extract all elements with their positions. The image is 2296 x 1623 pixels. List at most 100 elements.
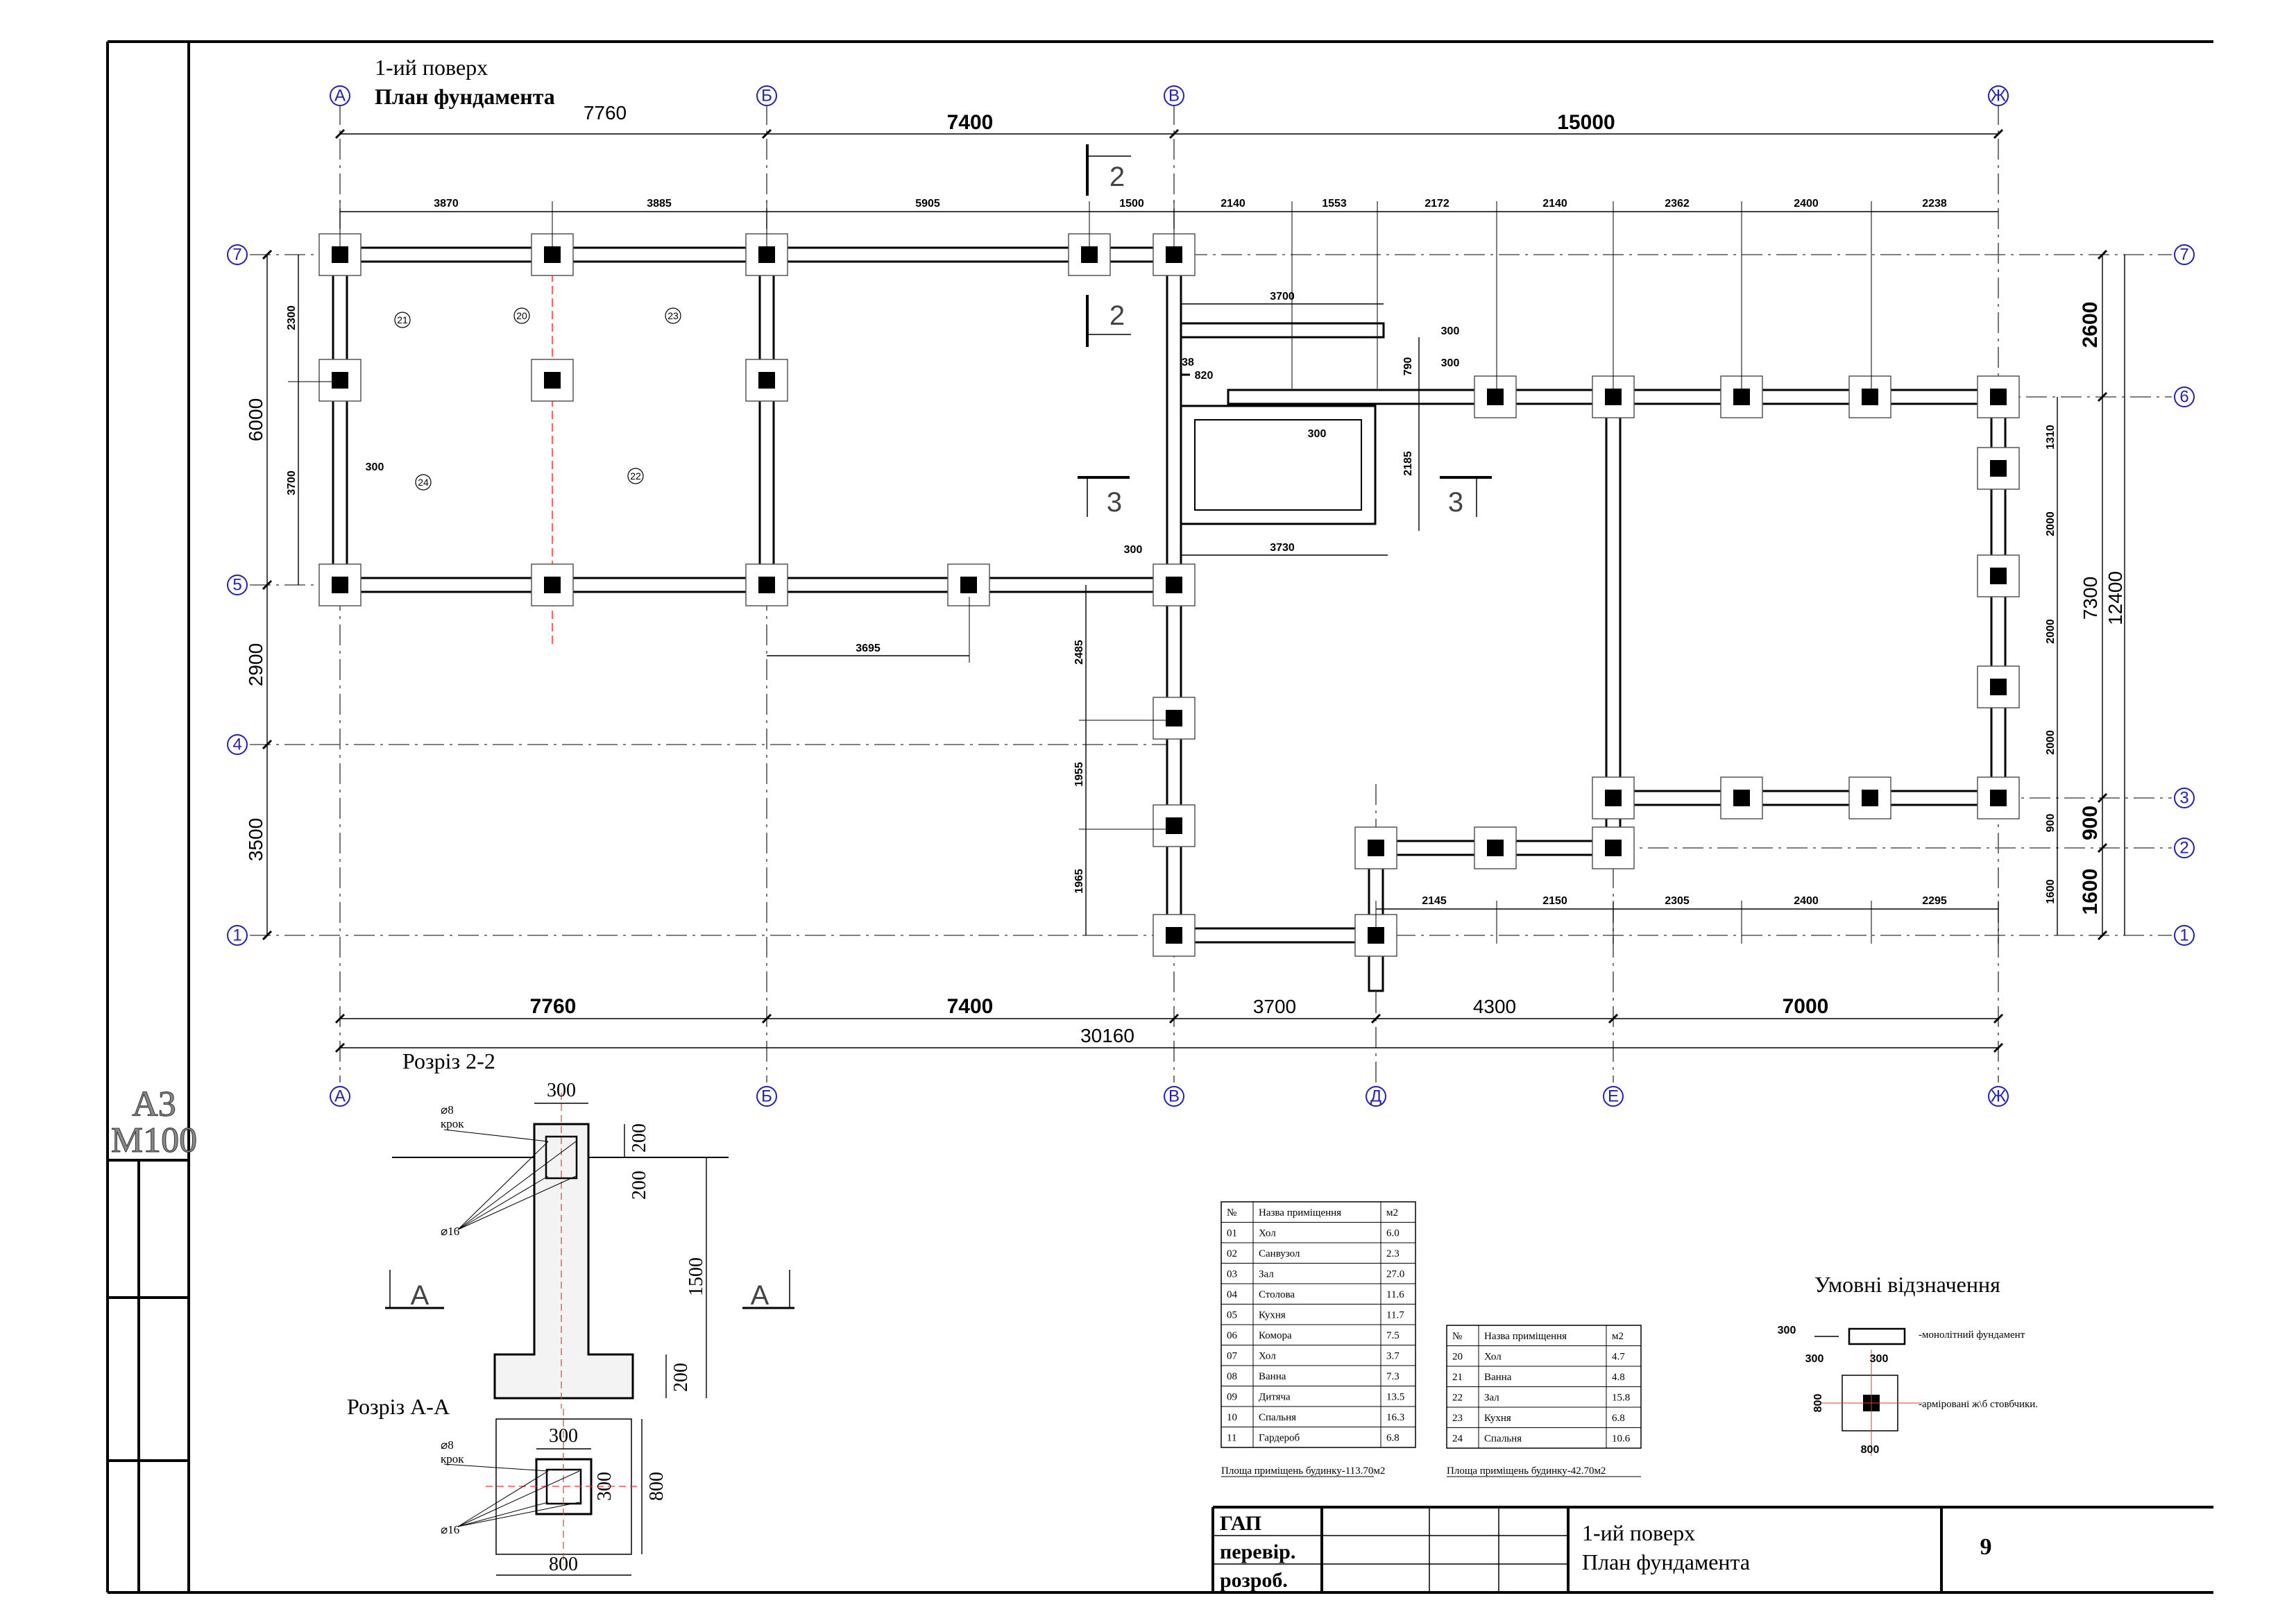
axis-label-top-a: А	[334, 87, 346, 105]
axis-label-bottom-zh: Ж	[1991, 1087, 2006, 1106]
rooms-table-1-cell: 11.7	[1386, 1310, 1404, 1321]
dim-2140-a: 2140	[1221, 198, 1245, 210]
section-2-bottom: 2	[1109, 300, 1125, 331]
s22-rebar-step: крок	[441, 1117, 464, 1130]
section-2-2-detail: Розріз 2-2 300 200 200 1500 200 ⌀8 крок …	[385, 1048, 794, 1409]
rooms-table-2-cell: Ванна	[1484, 1372, 1512, 1383]
dim-3695: 3695	[856, 643, 881, 654]
rooms-table-2-cell: Кухня	[1484, 1413, 1511, 1424]
axis-label-bottom-a: А	[334, 1087, 346, 1106]
dims-top: 7400 15000 3870 3885 5905 1500 2140 1553…	[334, 111, 2004, 389]
rooms-table-1-cell: 16.3	[1386, 1412, 1404, 1423]
dim-790: 790	[1402, 357, 1414, 376]
axis-label-top-b: Б	[761, 87, 772, 105]
axis-label-left-5: 5	[232, 576, 241, 595]
axis-label-left-7: 7	[232, 246, 241, 264]
dim-right-2000-a: 2000	[2045, 511, 2057, 536]
s22-rebar-16: ⌀16	[441, 1225, 459, 1238]
rooms-table-1-cell: 10	[1227, 1412, 1237, 1423]
dim-left-3700: 3700	[286, 470, 298, 495]
dim-right-900-inner: 900	[2045, 814, 2057, 833]
saa-dim-800-right: 800	[646, 1472, 667, 1501]
dim-2295: 2295	[1922, 895, 1947, 907]
dim-3870: 3870	[434, 198, 459, 210]
rooms-table-1-cell: 01	[1227, 1228, 1237, 1239]
rooms-table-1-cell: 27.0	[1386, 1269, 1404, 1280]
rooms-table-1-cell: 08	[1227, 1371, 1237, 1382]
section-3-right: 3	[1448, 487, 1463, 518]
saa-rebar-16: ⌀16	[441, 1523, 459, 1536]
rooms-table-2-cell: 23	[1452, 1413, 1463, 1424]
role-developed: розроб.	[1220, 1569, 1288, 1592]
dims-left: 6000 2900 3500 2300 3700	[245, 249, 333, 941]
axis-label-bottom-e: Е	[1608, 1087, 1619, 1106]
plan-caption: План фундамента	[375, 84, 555, 109]
room-markers: 21 20 23 24 22	[394, 307, 681, 491]
dim-300-a: 300	[1441, 325, 1460, 337]
rooms-table-1-cell: Столова	[1259, 1289, 1295, 1300]
axis-label-right-2: 2	[2179, 839, 2188, 858]
dim-left-2300: 2300	[286, 305, 298, 330]
top-dim-7760: 7760	[584, 102, 627, 124]
rooms-table-2-cell: 21	[1452, 1372, 1463, 1383]
rooms-table-1-cell: 05	[1227, 1310, 1237, 1321]
legend-monolithic: -монолітний фундамент	[1919, 1329, 2025, 1341]
rooms-table-2-cell: 4.7	[1612, 1352, 1625, 1363]
dim-5905: 5905	[915, 198, 940, 210]
dim-right-900: 900	[2079, 806, 2102, 840]
rooms-table-1-cell: Гардероб	[1259, 1433, 1300, 1444]
role-gap: ГАП	[1220, 1512, 1261, 1535]
legend: Умовні відзначення 300 -монолітний фунда…	[1778, 1272, 2038, 1456]
rooms-table-1-cell: Комора	[1259, 1330, 1292, 1341]
s22-dim-1500: 1500	[686, 1257, 707, 1296]
section-aa-title: Розріз А-А	[347, 1394, 450, 1419]
dim-left-3500: 3500	[245, 818, 266, 861]
dim-left-6000: 6000	[245, 398, 266, 441]
saa-dim-300-top: 300	[549, 1425, 578, 1447]
rooms-table-1-cell: Спальня	[1259, 1412, 1296, 1423]
rooms-table-2-total: Площа приміщень будинку-42.70м2	[1447, 1465, 1606, 1477]
dim-right-12400: 12400	[2104, 571, 2126, 625]
axis-label-right-7: 7	[2179, 246, 2188, 264]
dims-bottom: 7760 7400 3700 4300 7000 30160 2145 2150…	[334, 895, 2004, 1053]
dim-bottom-3700: 3700	[1253, 996, 1296, 1017]
room-marker-24: 24	[418, 477, 429, 488]
rooms-table-1-header-1: Назва приміщення	[1259, 1207, 1341, 1218]
dim-2185: 2185	[1402, 451, 1414, 476]
rooms-table-1-cell: 09	[1227, 1392, 1237, 1403]
dim-1553: 1553	[1322, 198, 1347, 210]
section-2-top: 2	[1109, 162, 1125, 192]
rooms-table-1-total: Площа приміщень будинку-113.70м2	[1221, 1465, 1385, 1477]
floor-caption: 1-ий поверх	[375, 55, 488, 80]
rooms-table-1-cell: 11.6	[1386, 1289, 1404, 1300]
axis-label-bottom-d: Д	[1370, 1087, 1381, 1106]
dim-bottom-7760: 7760	[530, 995, 577, 1018]
dim-3700-porch: 3700	[1270, 291, 1295, 303]
s22-dim-200-top: 200	[629, 1123, 650, 1153]
rooms-table-1-cell: 13.5	[1386, 1392, 1404, 1403]
rooms-table-2-cell: 20	[1452, 1352, 1463, 1363]
dim-top-7400: 7400	[947, 111, 994, 134]
axis-label-bottom-b: Б	[761, 1087, 772, 1106]
rooms-table-1-cell: 2.3	[1386, 1248, 1400, 1259]
dim-3730: 3730	[1270, 542, 1295, 554]
dim-bottom-7400: 7400	[947, 995, 994, 1018]
dim-2140-b: 2140	[1542, 198, 1567, 210]
dim-1500: 1500	[1119, 198, 1144, 210]
s22-cut-right: А	[751, 1280, 769, 1311]
rooms-table-1-cell: Дитяча	[1259, 1392, 1291, 1403]
legend-dim-300-b: 300	[1870, 1353, 1889, 1365]
rooms-table-2-cell: Хол	[1484, 1352, 1502, 1363]
dim-right-1310: 1310	[2045, 425, 2057, 450]
dim-2485: 2485	[1073, 640, 1085, 665]
room-marker-23: 23	[667, 310, 679, 321]
rooms-table-1-cell: Хол	[1259, 1228, 1276, 1239]
format-label: А3	[132, 1085, 176, 1124]
dim-right-2600: 2600	[2079, 302, 2102, 348]
rooms-table-2-header-2: м2	[1612, 1331, 1624, 1342]
s22-dim-200-base: 200	[670, 1363, 692, 1392]
dim-300-b: 300	[1441, 357, 1460, 369]
axis-label-right-1: 1	[2179, 926, 2188, 945]
